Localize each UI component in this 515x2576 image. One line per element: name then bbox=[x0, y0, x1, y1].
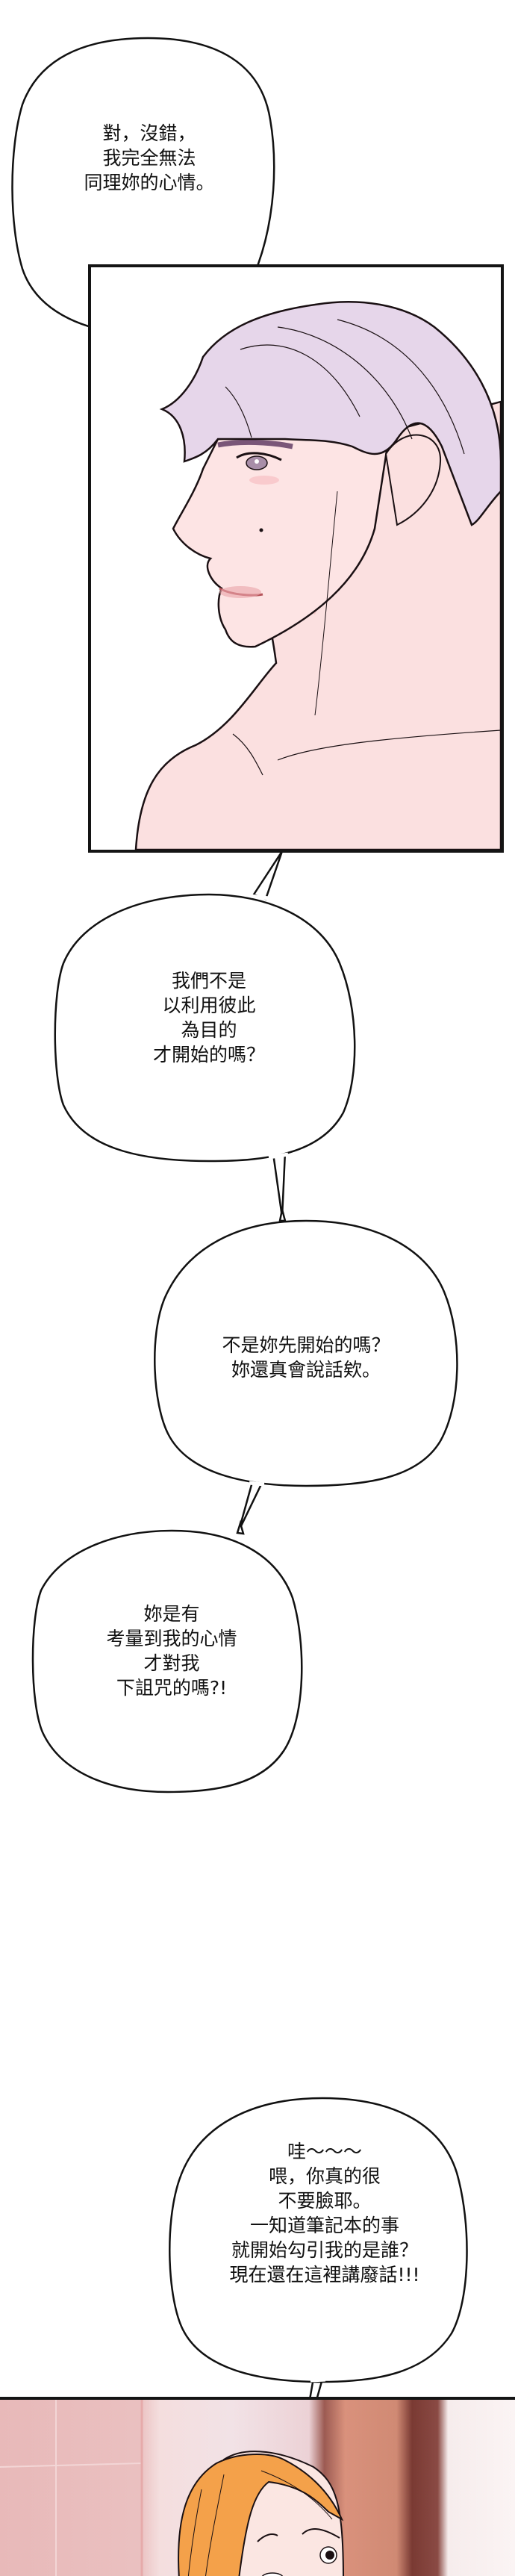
comic-panel-man-profile bbox=[88, 264, 504, 853]
bubble-1-text: 對，沒錯， 我完全無法 同理妳的心情。 bbox=[84, 122, 215, 193]
man-profile-illustration bbox=[134, 301, 501, 850]
lavender-hair bbox=[159, 301, 501, 526]
bubble-5-text: 哇～～～ 喂，你真的很 不要臉耶。 一知道筆記本的事 就開始勾引我的是誰？ 現在… bbox=[229, 2141, 420, 2286]
bubble-2-text: 我們不是 以利用彼此 為目的 才開始的嗎？ bbox=[152, 970, 265, 1065]
woman-illustration bbox=[0, 2400, 344, 2576]
bubble-3-text: 不是妳先開始的嗎？ 妳還真會說話欸。 bbox=[222, 1334, 390, 1381]
bubble-4-text: 妳是有 考量到我的心情 才對我 下詛咒的嗎?! bbox=[106, 1603, 237, 1699]
comic-panel-woman bbox=[0, 2397, 515, 2576]
orange-hair bbox=[178, 2454, 344, 2576]
